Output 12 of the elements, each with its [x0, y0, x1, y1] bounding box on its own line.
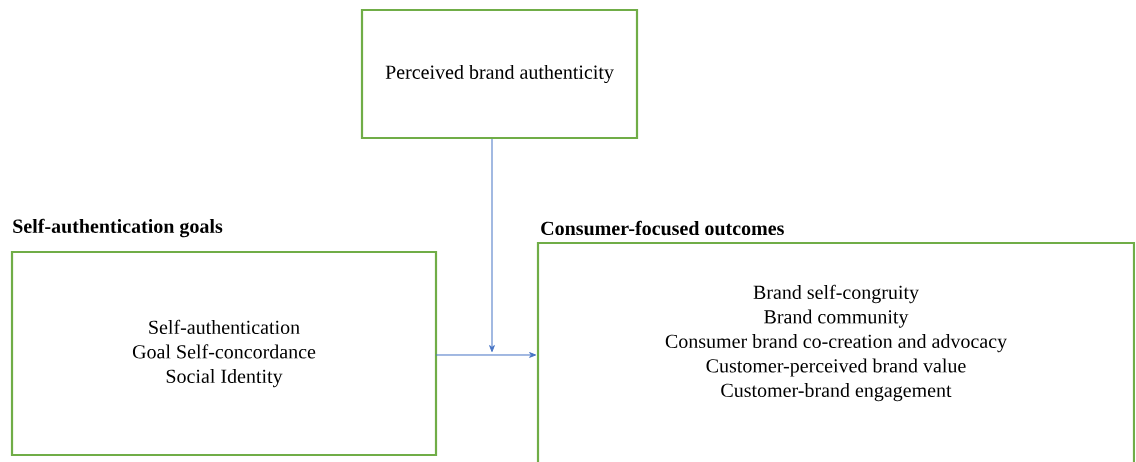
node-label: Consumer brand co-creation and advocacy: [665, 333, 1007, 353]
node-label: Brand self-congruity: [753, 284, 919, 304]
box-text: Self-authentication Goal Self-concordance Social Identity: [132, 319, 316, 388]
arrow: [435, 352, 537, 358]
node-label: Customer-perceived brand value: [706, 358, 966, 377]
box-text: Brand self-congruity Brand community Consumer brand co-creation and advocacy Customer-perceived brand value Customer-brand engagement: [665, 284, 1007, 402]
box-heading: Self-authentication goals: [13, 218, 223, 238]
box-text: Perceived brand authenticity: [385, 64, 614, 84]
node-label: Customer-brand engagement: [721, 382, 952, 402]
box-heading: Consumer-focused outcomes: [541, 220, 784, 236]
node-label: Brand community: [764, 309, 909, 328]
arrow: [489, 138, 495, 353]
